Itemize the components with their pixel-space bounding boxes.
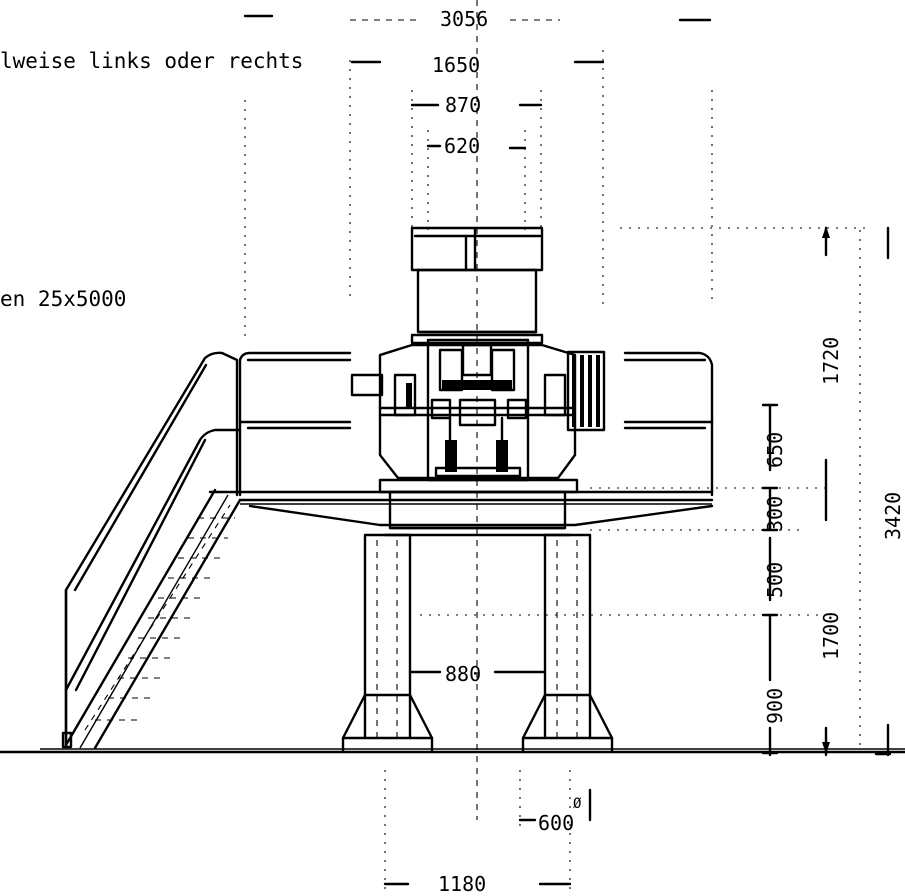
dim-900: 900 bbox=[763, 688, 787, 724]
dim-650: 650 bbox=[763, 432, 787, 468]
pedestal-block bbox=[378, 478, 579, 537]
staircase bbox=[61, 351, 242, 750]
platform bbox=[208, 351, 714, 527]
dim-3420: 3420 bbox=[881, 492, 905, 540]
dim-880: 880 bbox=[445, 662, 481, 686]
dim-1650: 1650 bbox=[432, 53, 480, 77]
dim-1180: 1180 bbox=[438, 872, 486, 896]
dim-600-symbol: Ø bbox=[573, 796, 582, 812]
dim-600: 600 bbox=[538, 811, 574, 835]
machine-housing bbox=[350, 226, 606, 482]
dim-620: 620 bbox=[444, 134, 480, 158]
construction-lines bbox=[244, 0, 870, 896]
dim-1700: 1700 bbox=[819, 612, 843, 660]
dim-3056: 3056 bbox=[440, 7, 488, 31]
dim-300: 300 bbox=[763, 496, 787, 532]
dimension-lines bbox=[243, 14, 892, 886]
dim-870: 870 bbox=[445, 93, 481, 117]
support-columns bbox=[341, 533, 614, 754]
dim-1720: 1720 bbox=[819, 337, 843, 385]
rail-note: en 25x5000 bbox=[0, 287, 126, 311]
side-note: lweise links oder rechts bbox=[0, 49, 303, 73]
dim-500: 500 bbox=[763, 562, 787, 598]
